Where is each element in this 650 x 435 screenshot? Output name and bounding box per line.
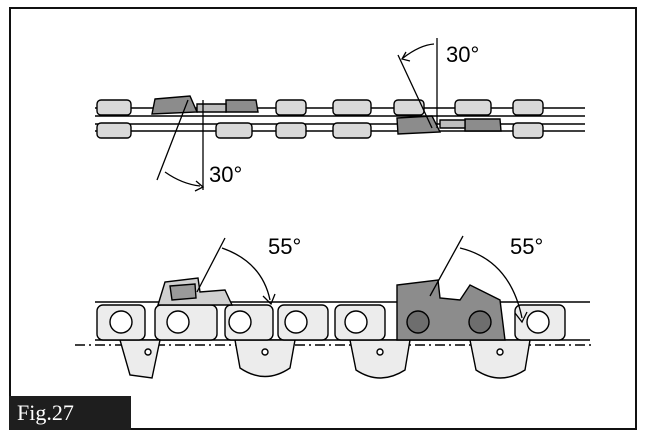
figure-frame (9, 7, 637, 430)
side-angle-guides (196, 235, 528, 324)
angle-label-side-left: 55° (268, 234, 302, 259)
figure-label: Fig.27 (9, 396, 131, 430)
top-left-cutter (151, 95, 259, 115)
angle-label-side-right: 55° (510, 234, 544, 259)
top-angle-guides (156, 38, 438, 192)
angle-label-top-left: 30° (209, 162, 243, 187)
angle-label-top-right: 30° (446, 42, 480, 67)
side-view-chain (75, 277, 595, 379)
top-right-cutter (396, 115, 502, 135)
side-left-cutter (157, 277, 234, 306)
top-view-chain (95, 95, 585, 139)
